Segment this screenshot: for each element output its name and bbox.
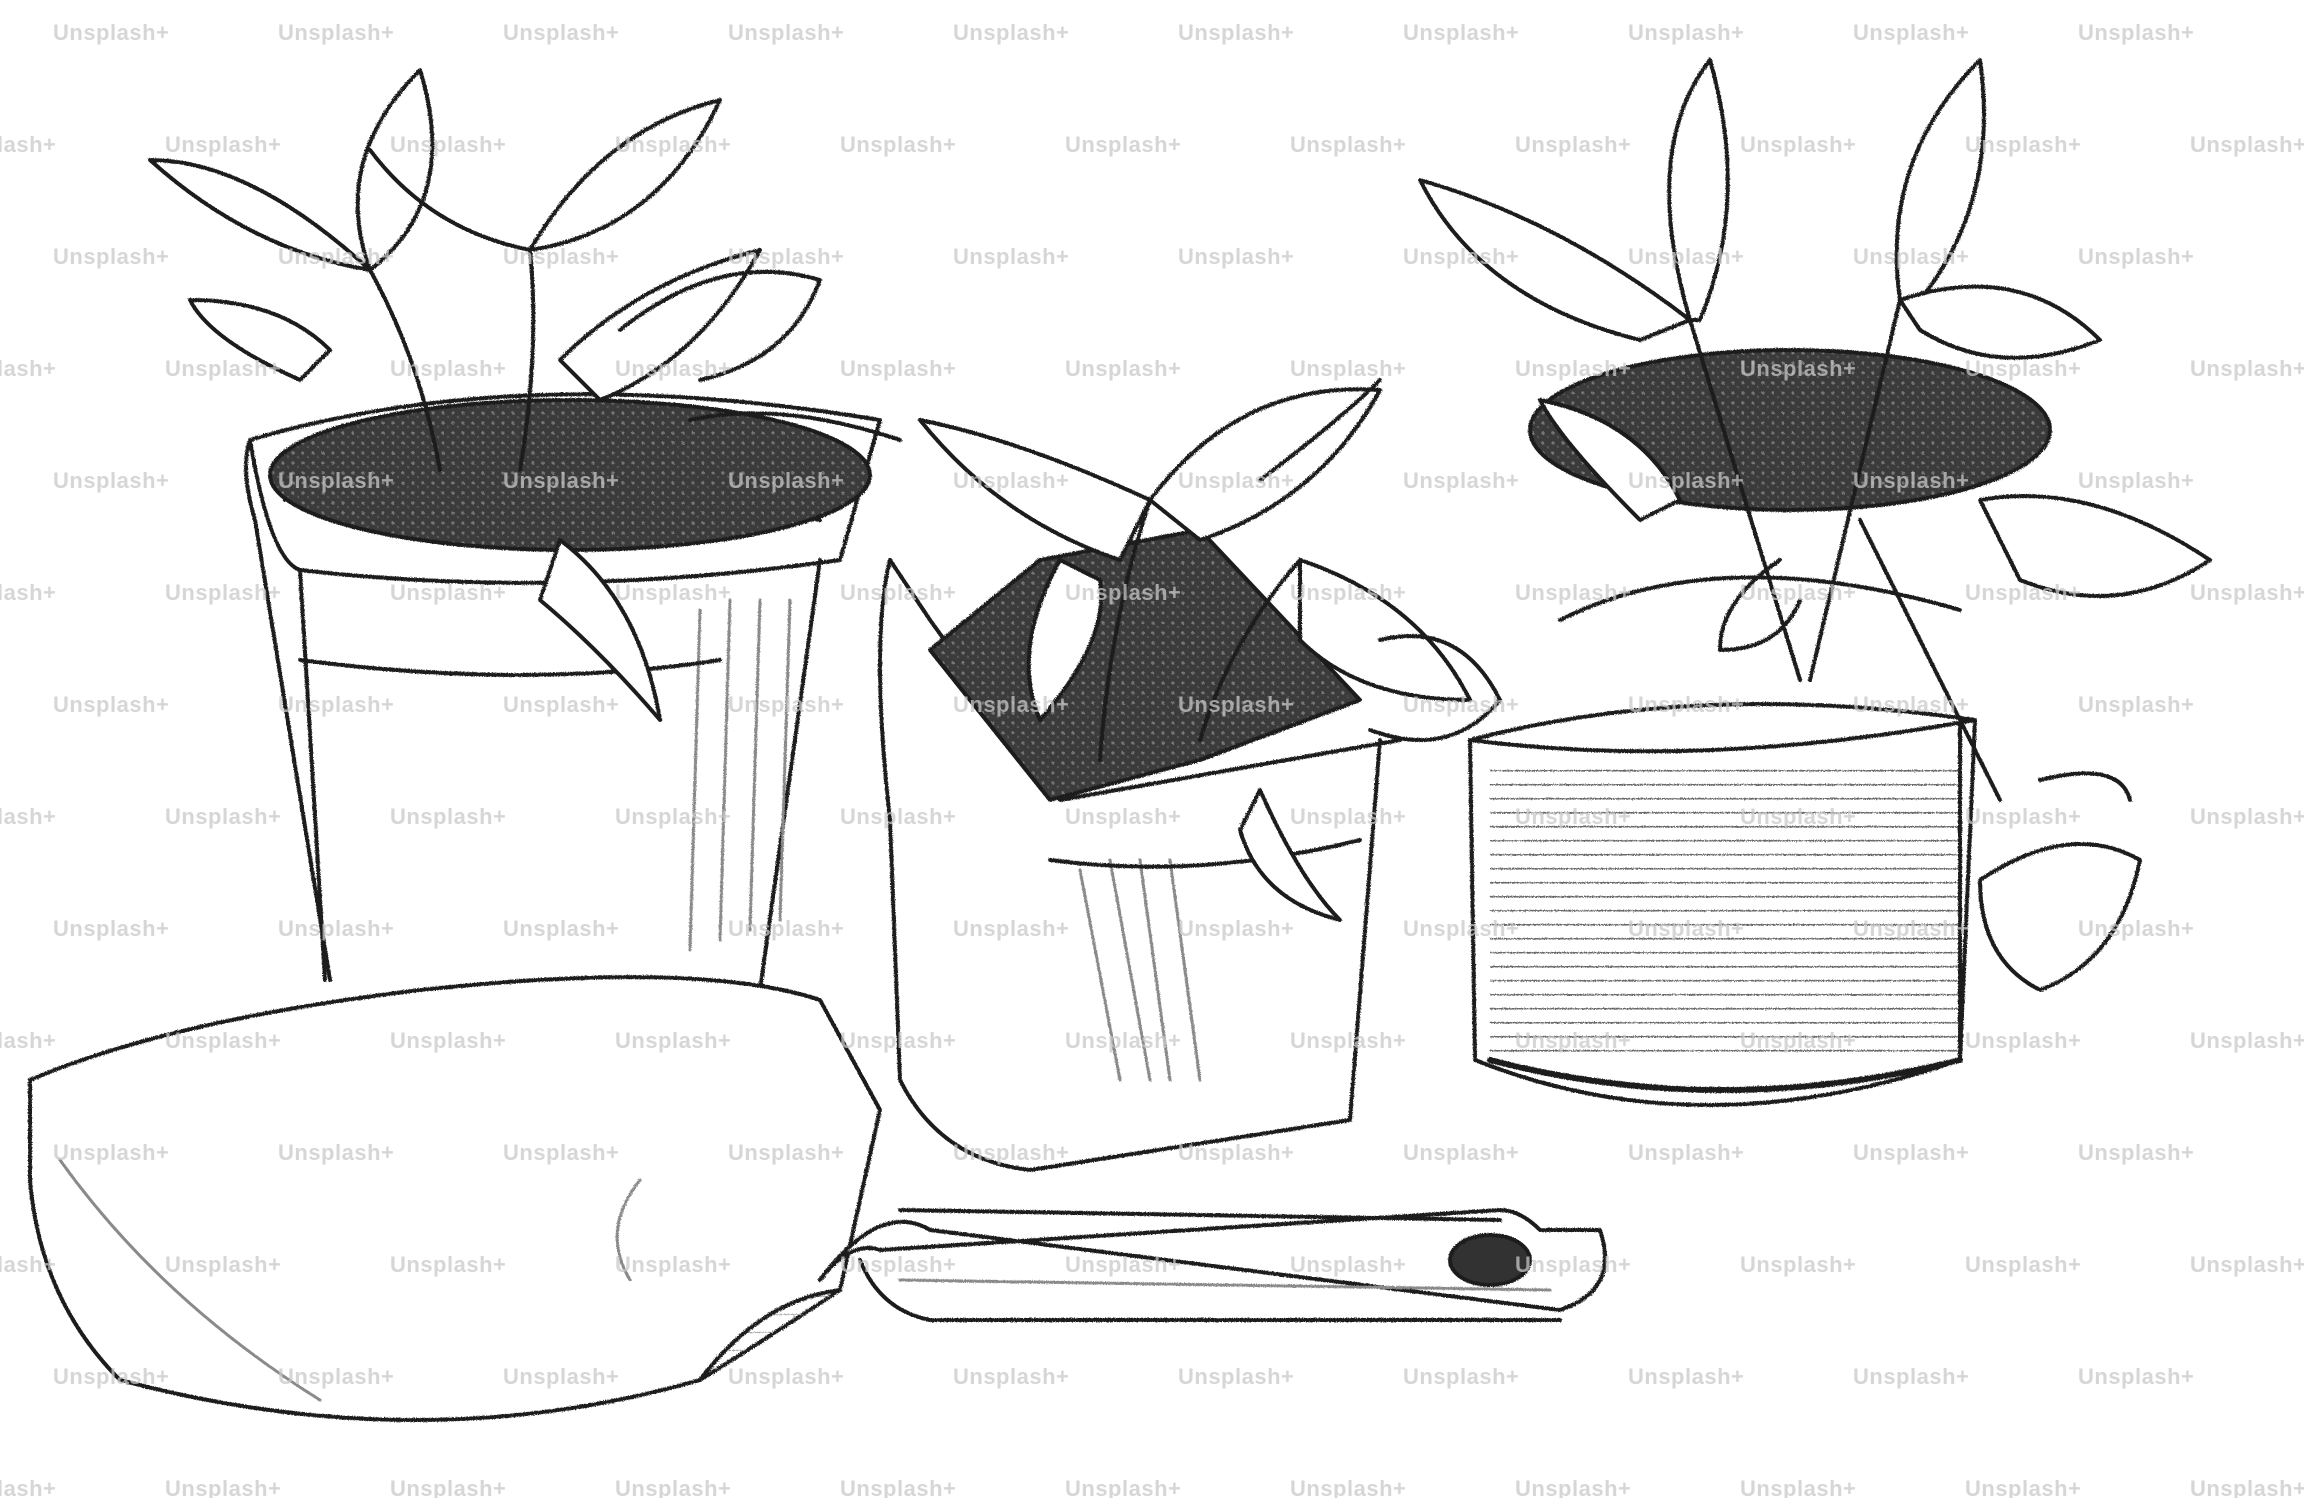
pot-right [1468,348,2052,1107]
pot-left [244,392,882,992]
seedling-right [1418,58,2212,992]
pot-middle [878,528,1402,1172]
seedling-middle [918,378,1502,922]
garden-trowel [28,975,1607,1422]
seedling-left [148,68,902,722]
